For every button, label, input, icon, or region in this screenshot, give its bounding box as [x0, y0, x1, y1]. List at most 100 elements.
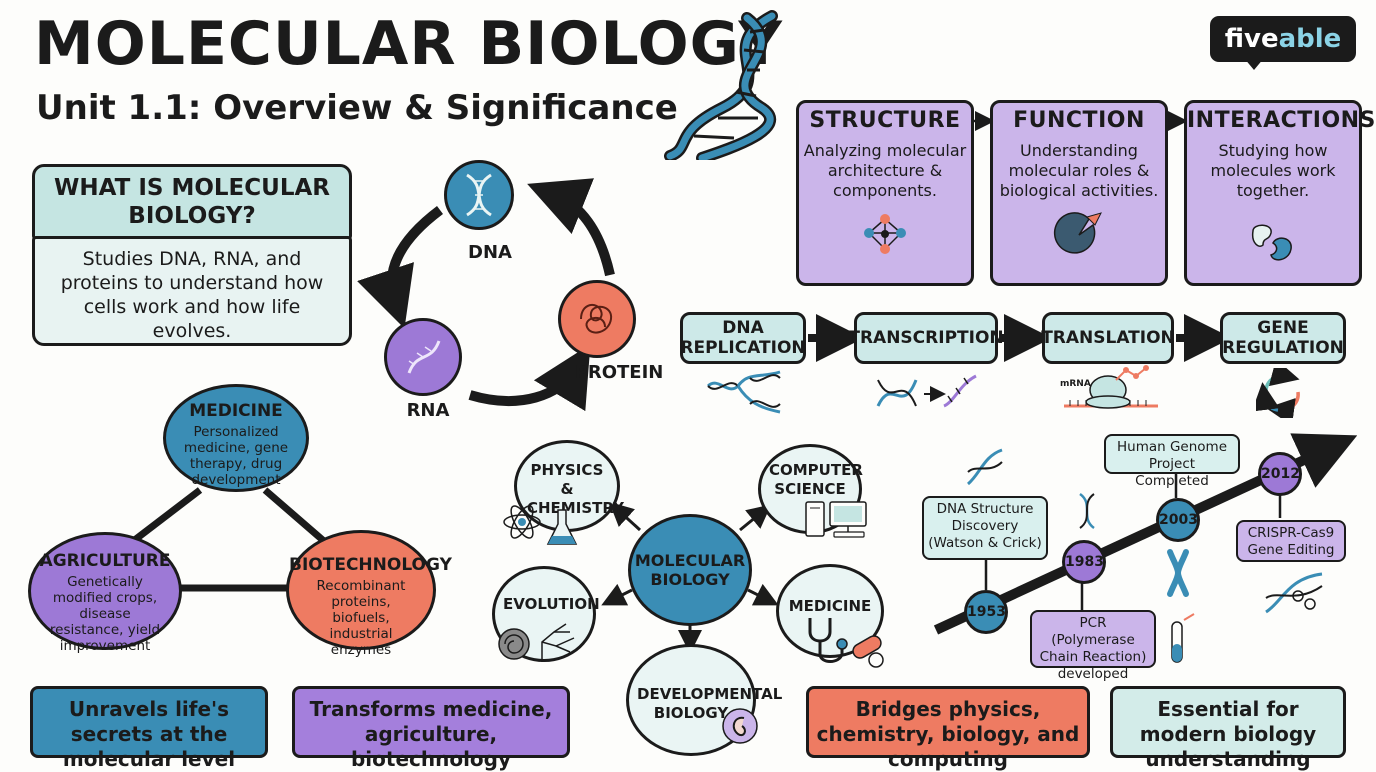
timeline-event-2012: CRISPR-Cas9 Gene Editing	[1236, 520, 1346, 562]
atom-flask-icon	[503, 505, 578, 545]
process-dna-replication: DNA REPLICATION	[680, 312, 806, 364]
what-is-body: Studies DNA, RNA, and proteins to unders…	[60, 248, 324, 342]
timeline-event-1983: PCR (Polymerase Chain Reaction) develope…	[1030, 610, 1156, 682]
timeline-event-1983-text: PCR (Polymerase Chain Reaction) develope…	[1039, 615, 1147, 682]
dna-to-rna-arrow	[357, 206, 444, 329]
field-physics-chemistry-label: PHYSICS & CHEMISTRY	[527, 461, 624, 517]
timeline-event-2003-text: Human Genome Project Completed	[1116, 439, 1228, 489]
field-developmental-biology-label: DEVELOPMENTAL BIOLOGY	[637, 685, 783, 722]
process-translation-label: TRANSLATION	[1041, 328, 1175, 348]
test-tube-icon	[1171, 613, 1195, 663]
app-agriculture-title: AGRICULTURE	[39, 551, 171, 571]
stethoscope-pill-icon	[808, 618, 884, 668]
timeline-year-1953: 1953	[964, 590, 1008, 634]
banner-unravels: Unravels life's secrets at the molecular…	[30, 686, 268, 771]
timeline-year-2003: 2003	[1156, 498, 1200, 542]
app-medicine-desc: Personalized medicine, gene therapy, dru…	[183, 424, 289, 488]
dna-label: DNA	[468, 242, 512, 263]
molecular-biology-hub: MOLECULAR BIOLOGY	[628, 514, 752, 626]
app-medicine-title: MEDICINE	[189, 401, 283, 421]
rna-to-protein-arrow	[468, 344, 591, 412]
dna-icon	[466, 173, 492, 217]
banner-essential: Essential for modern biology understandi…	[1110, 686, 1346, 771]
banner-bridges-text: Bridges physics, chemistry, biology, and…	[816, 697, 1080, 771]
embryo-icon	[722, 708, 758, 744]
computer-icon	[805, 501, 867, 538]
logo-speech-tail	[1244, 58, 1264, 70]
hub-to-evolution-arrow	[601, 583, 633, 606]
rna-icon	[407, 340, 441, 374]
field-medicine-label: MEDICINE	[788, 597, 872, 615]
field-developmental-biology: DEVELOPMENTAL BIOLOGY	[626, 644, 782, 756]
mrna-label: mRNA	[1060, 379, 1091, 389]
hub-label: MOLECULAR BIOLOGY	[634, 551, 746, 589]
app-agriculture-desc: Genetically modified crops, disease resi…	[49, 574, 161, 654]
function-title: FUNCTION	[1013, 108, 1145, 133]
timeline-event-2003: Human Genome Project Completed	[1104, 434, 1240, 489]
process-transcription-label: TRANSCRIPTION	[848, 328, 1004, 348]
banner-essential-text: Essential for modern biology understandi…	[1139, 697, 1317, 771]
structure-card: STRUCTURE Analyzing molecular architectu…	[796, 100, 974, 286]
protein-node	[558, 280, 636, 358]
process-transcription: TRANSCRIPTION	[848, 312, 1004, 364]
fiveable-logo: fiveable	[1210, 16, 1356, 62]
dna-node	[444, 160, 514, 230]
enzyme-substrate-icon	[1053, 212, 1102, 254]
logo-prefix: five	[1224, 24, 1279, 54]
app-biotechnology-desc: Recombinant proteins, biofuels, industri…	[316, 578, 406, 658]
process-gene-regulation: GENE REGULATION	[1220, 312, 1346, 364]
timeline-year-2012: 2012	[1258, 452, 1302, 496]
structure-desc: Analyzing molecular architecture & compo…	[803, 141, 967, 200]
hub-to-physics-arrow	[609, 501, 642, 532]
field-evolution-label: EVOLUTION	[503, 595, 600, 613]
function-card: FUNCTION Understanding molecular roles &…	[990, 100, 1168, 286]
app-agriculture-node: AGRICULTURE Genetically modified crops, …	[28, 532, 182, 654]
field-computer-science-label: COMPUTER SCIENCE	[769, 461, 863, 498]
timeline-event-1953: DNA Structure Discovery (Watson & Crick)	[922, 496, 1048, 560]
process-gene-regulation-label: GENE REGULATION	[1222, 318, 1344, 358]
what-is-heading: WHAT IS MOLECULAR BIOLOGY?	[54, 175, 330, 229]
banner-unravels-text: Unravels life's secrets at the molecular…	[62, 697, 236, 771]
process-dna-replication-label: DNA REPLICATION	[680, 318, 806, 358]
timeline-pcr-dna-icon	[1079, 492, 1095, 530]
protein-to-dna-arrow	[527, 178, 615, 277]
rna-node	[384, 318, 462, 396]
timeline-event-1953-text: DNA Structure Discovery (Watson & Crick)	[928, 501, 1042, 551]
logo-suffix: able	[1278, 24, 1342, 54]
chromosome-icon	[1167, 549, 1189, 597]
app-biotechnology-title: BIOTECHNOLOGY	[289, 555, 452, 575]
function-desc: Understanding molecular roles & biologic…	[999, 141, 1159, 200]
structure-title: STRUCTURE	[809, 108, 961, 133]
cycle-arrows-icon	[1256, 368, 1300, 418]
timeline-year-1983: 1983	[1062, 540, 1106, 584]
what-is-body-box: Studies DNA, RNA, and proteins to unders…	[32, 236, 352, 346]
molecule-network-icon	[864, 214, 906, 254]
fossil-tree-icon	[498, 623, 575, 662]
ribosome-icon: mRNA	[1060, 365, 1158, 409]
banner-transforms-text: Transforms medicine, agriculture, biotec…	[309, 697, 553, 771]
banner-bridges: Bridges physics, chemistry, biology, and…	[806, 686, 1090, 771]
protein-icon	[580, 303, 613, 334]
dna-to-rna-icon	[876, 374, 977, 408]
timeline-event-2012-text: CRISPR-Cas9 Gene Editing	[1247, 525, 1335, 558]
process-translation: TRANSLATION	[1041, 312, 1175, 364]
page-subtitle: Unit 1.1: Overview & Significance	[36, 88, 678, 128]
what-is-heading-box: WHAT IS MOLECULAR BIOLOGY?	[32, 164, 352, 240]
timeline-dna-icon	[966, 448, 1003, 486]
interactions-card: INTERACTIONS Studying how molecules work…	[1184, 100, 1376, 286]
rna-label: RNA	[406, 400, 450, 421]
dna-helix-icon	[664, 10, 778, 160]
hub-to-medicine-arrow	[747, 583, 779, 606]
interactions-desc: Studying how molecules work together.	[1210, 141, 1336, 200]
crispr-scissors-icon	[1265, 572, 1323, 614]
banner-transforms: Transforms medicine, agriculture, biotec…	[292, 686, 570, 771]
page-title: MOLECULAR BIOLOGY	[34, 9, 783, 79]
protein-label: PROTEIN	[574, 362, 664, 383]
hub-to-cs-arrow	[739, 504, 772, 532]
app-medicine-node: MEDICINE Personalized medicine, gene the…	[163, 384, 309, 492]
binding-proteins-icon	[1251, 224, 1292, 261]
app-biotechnology-node: BIOTECHNOLOGY Recombinant proteins, biof…	[286, 530, 452, 658]
interactions-title: INTERACTIONS	[1187, 108, 1376, 133]
replicating-dna-icon	[706, 370, 781, 414]
